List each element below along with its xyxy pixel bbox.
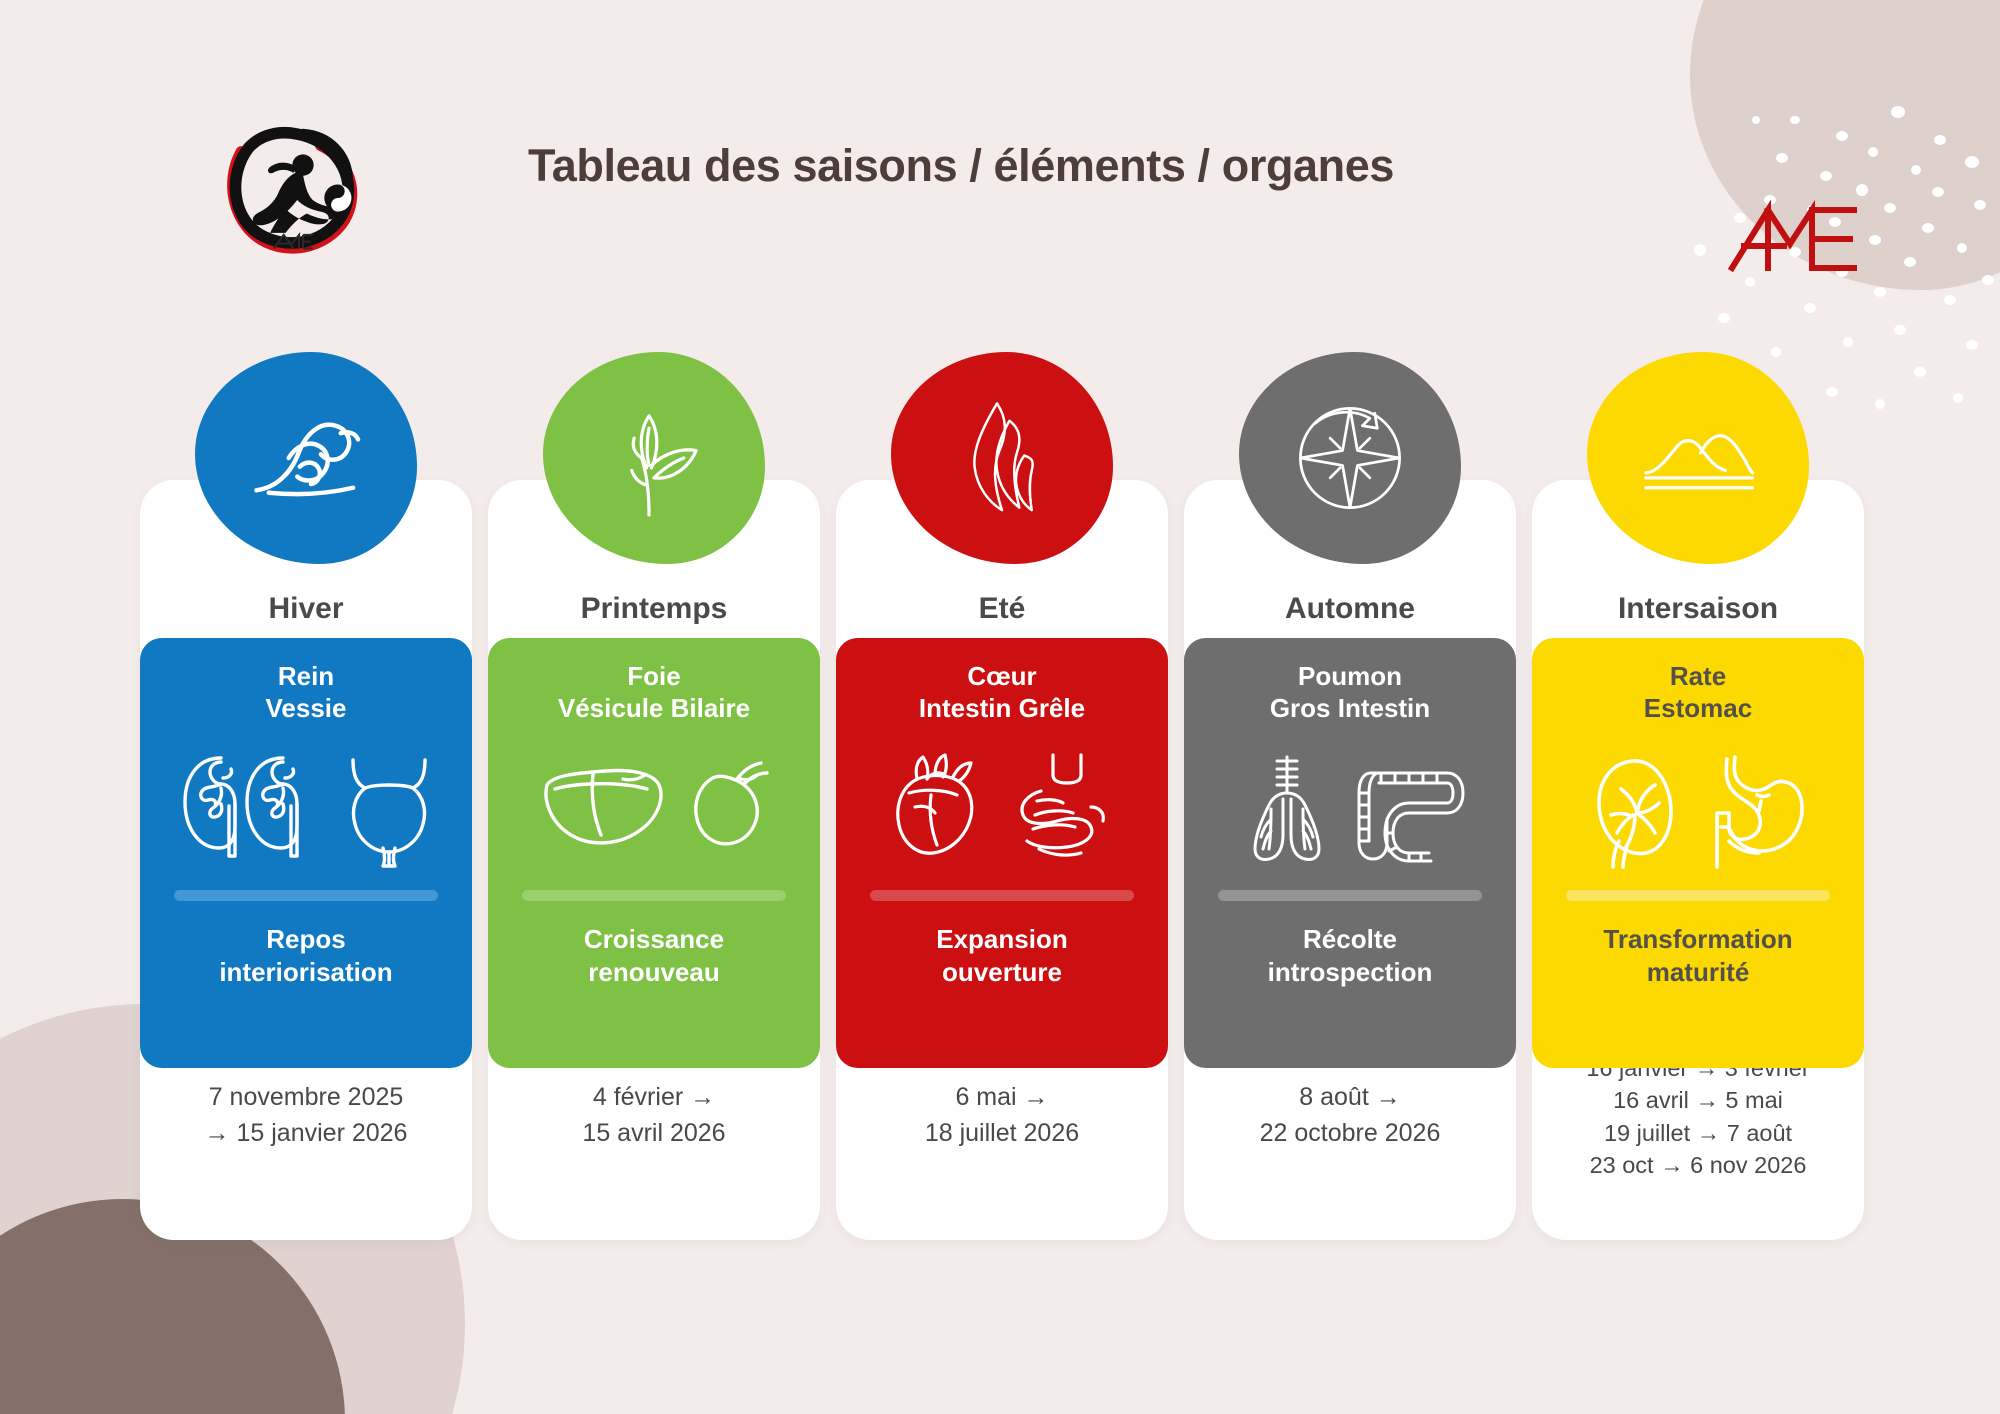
keyword-list: Croissance renouveau (488, 923, 820, 989)
season-title: Intersaison (1617, 592, 1779, 625)
organ-list: Rate Estomac (1532, 660, 1864, 724)
organ-name: Vésicule Bilaire (557, 693, 751, 724)
season-title: Hiver (268, 592, 344, 625)
date-range: 16 janvier → 3 février 16 avril → 5 mai … (1532, 1052, 1864, 1182)
season-card-printemps[interactable]: Printemps Foie Vésicule Bilaire (480, 352, 828, 1240)
keyword: Expansion (936, 924, 1068, 955)
page-title: Tableau des saisons / éléments / organes (528, 140, 1395, 191)
lungs-icon (1253, 755, 1321, 862)
organ-list: Cœur Intestin Grêle (836, 660, 1168, 724)
organ-panel: Cœur Intestin Grêle (836, 638, 1168, 1068)
large-intestine-icon (1357, 771, 1465, 863)
compass-icon (1299, 407, 1401, 509)
keyword: Transformation (1603, 924, 1793, 955)
organ-panel: Foie Vésicule Bilaire Cro (488, 638, 820, 1068)
element-medallion-earth (1587, 352, 1809, 564)
organ-icon-group (836, 734, 1168, 884)
organ-name: Estomac (1643, 693, 1753, 724)
date-range: 4 février → 15 avril 2026 (488, 1080, 820, 1151)
flame-icon (973, 402, 1034, 512)
kidneys-icon (183, 756, 299, 859)
organ-icon-group (1532, 734, 1864, 884)
wave-icon (254, 422, 361, 497)
organ-icon-group (1184, 734, 1516, 884)
keyword: Croissance (583, 924, 725, 955)
season-card-intersaison[interactable]: Intersaison Rate Estomac (1524, 352, 1872, 1240)
sprout-icon (630, 414, 698, 517)
date-line: → 15 janvier 2026 (204, 1118, 408, 1147)
organ-panel: Rate Estomac (1532, 638, 1864, 1068)
panel-divider (1566, 890, 1830, 902)
organ-list: Rein Vessie (140, 660, 472, 724)
panel-divider (1218, 890, 1482, 902)
page-header: Tableau des saisons / éléments / organes (0, 0, 2000, 320)
organ-name: Vessie (265, 693, 347, 724)
date-line: 15 avril 2026 (582, 1118, 726, 1147)
date-range: 6 mai → 18 juillet 2026 (836, 1080, 1168, 1151)
organ-name: Foie (627, 661, 681, 691)
organ-name: Cœur (967, 661, 1037, 691)
liver-icon (544, 769, 663, 846)
small-intestine-icon (1020, 753, 1105, 858)
keyword: renouveau (588, 957, 720, 988)
organ-name: Intestin Grêle (918, 693, 1086, 724)
keyword: maturité (1646, 957, 1750, 988)
season-title: Automne (1285, 592, 1415, 625)
date-line: 8 août → (1299, 1083, 1401, 1111)
date-line: 19 juillet → 7 août (1603, 1119, 1793, 1146)
panel-divider (174, 890, 438, 902)
panel-divider (522, 890, 786, 902)
date-line: 6 mai → (955, 1083, 1049, 1111)
keyword: interiorisation (219, 957, 393, 988)
date-line: 18 juillet 2026 (924, 1118, 1080, 1147)
date-range: 8 août → 22 octobre 2026 (1184, 1080, 1516, 1151)
ame-brand-mark (1728, 200, 1857, 272)
organ-icon-group (488, 734, 820, 884)
keyword: Repos (266, 924, 346, 955)
element-medallion-fire (891, 352, 1113, 564)
season-title: Printemps (580, 592, 728, 625)
organ-name: Gros Intestin (1269, 693, 1431, 724)
organ-panel: Poumon Gros Intestin (1184, 638, 1516, 1068)
date-line: 22 octobre 2026 (1259, 1118, 1441, 1147)
organ-panel: Rein Vessie (140, 638, 472, 1068)
organ-name: Rate (1669, 661, 1727, 691)
date-line: 16 avril → 5 mai (1613, 1087, 1783, 1114)
spleen-icon (1597, 759, 1673, 870)
keyword-list: Transformation maturité (1532, 923, 1864, 989)
element-medallion-wood (543, 352, 765, 564)
organ-list: Poumon Gros Intestin (1184, 660, 1516, 724)
keyword-list: Récolte introspection (1184, 923, 1516, 989)
decorative-dot-scatter (1694, 106, 1994, 409)
date-line: 23 oct → 6 nov 2026 (1589, 1152, 1807, 1179)
season-cards-row: Hiver Rein Vessie (132, 352, 1872, 1240)
organ-name: Poumon (1298, 661, 1402, 691)
element-medallion-water (195, 352, 417, 564)
earth-hills-icon (1644, 434, 1755, 490)
organ-icon-group (140, 734, 472, 884)
element-medallion-metal (1239, 352, 1461, 564)
keyword-list: Expansion ouverture (836, 923, 1168, 989)
date-range: 7 novembre 2025 → 15 janvier 2026 (140, 1080, 472, 1151)
season-card-automne[interactable]: Automne Poumon Gros Intestin (1176, 352, 1524, 1240)
organ-list: Foie Vésicule Bilaire (488, 660, 820, 724)
date-line: 7 novembre 2025 (208, 1083, 404, 1111)
season-card-hiver[interactable]: Hiver Rein Vessie (132, 352, 480, 1240)
keyword: Récolte (1303, 924, 1397, 955)
bladder-icon (351, 758, 427, 869)
stomach-icon (1715, 755, 1804, 870)
enso-martial-artist-logo (227, 126, 358, 254)
season-card-ete[interactable]: Eté Cœur Intestin Grêle (828, 352, 1176, 1240)
season-title: Eté (978, 592, 1026, 625)
organ-name: Rein (277, 661, 335, 691)
panel-divider (870, 890, 1134, 902)
keyword: ouverture (942, 957, 1062, 988)
date-line: 4 février → (592, 1083, 716, 1111)
gallbladder-icon (694, 761, 769, 847)
heart-icon (896, 753, 974, 856)
keyword-list: Repos interiorisation (140, 923, 472, 989)
keyword: introspection (1267, 957, 1433, 988)
